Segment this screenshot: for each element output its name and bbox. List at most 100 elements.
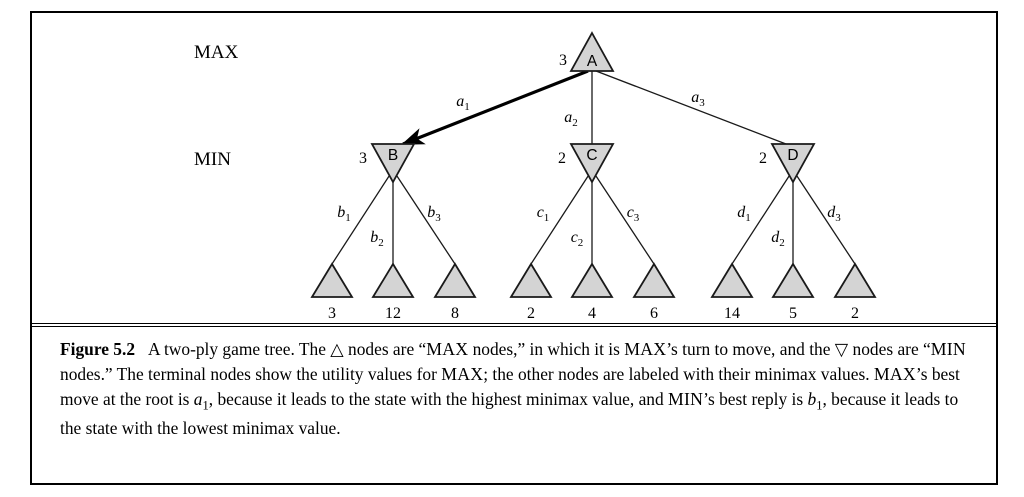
leaf-triangle[interactable] xyxy=(710,262,754,298)
node-a-value: 3 xyxy=(559,52,567,69)
caption-max-1: MAX xyxy=(426,339,469,359)
edge-label-a3-var: a xyxy=(691,89,699,106)
edge-a1-highlighted xyxy=(401,69,589,146)
caption-b1-sub: 1 xyxy=(816,398,823,413)
leaf-value: 8 xyxy=(451,305,459,322)
leaf-triangle[interactable] xyxy=(632,262,676,298)
figure-caption: Figure 5.2 A two-ply game tree. The △ nod… xyxy=(32,329,996,440)
edge-label-d3-var: d xyxy=(827,204,836,221)
caption-text-6: nodes.” The terminal nodes show the util… xyxy=(60,364,442,385)
edge-label-a3: a3 xyxy=(691,89,705,109)
edge-label-b1-var: b xyxy=(337,204,345,221)
leaf-value: 3 xyxy=(328,305,336,322)
node-a-letter: A xyxy=(587,53,598,70)
game-tree-svg: MAX MIN A xyxy=(194,31,877,322)
leaf-triangle[interactable] xyxy=(509,262,553,298)
max-row-label: MAX xyxy=(194,42,239,63)
edge-label-d2: d2 xyxy=(771,229,785,249)
caption-text-10: ’s best reply is xyxy=(703,389,808,410)
node-c-triangle[interactable] xyxy=(569,143,615,184)
node-b-value: 3 xyxy=(359,150,367,167)
leaf-triangle[interactable] xyxy=(570,262,614,298)
edge-label-c1-sub: 1 xyxy=(544,212,550,224)
edge-label-c3: c3 xyxy=(627,204,640,224)
leaf-value: 4 xyxy=(588,305,596,322)
edge-d3 xyxy=(792,169,856,265)
caption-max-3: MAX xyxy=(441,364,484,385)
caption-text-9: , because it leads to the state with the… xyxy=(208,389,669,410)
edge-label-a2: a2 xyxy=(564,109,578,129)
edge-label-b3-sub: 3 xyxy=(435,212,441,224)
node-b-letter: B xyxy=(388,147,398,164)
caption-max-2: MAX xyxy=(624,339,667,359)
edge-label-a1-sub: 1 xyxy=(464,101,470,113)
node-d-triangle[interactable] xyxy=(770,143,816,184)
game-tree-diagram: MAX MIN A xyxy=(32,13,996,323)
edge-label-c1: c1 xyxy=(537,204,550,224)
node-d-letter: D xyxy=(787,147,798,164)
edge-label-d1: d1 xyxy=(737,204,751,224)
edge-label-a1: a1 xyxy=(456,93,470,113)
node-a-triangle[interactable] xyxy=(569,31,615,72)
caption-text-5: nodes are “ xyxy=(852,339,931,359)
edge-label-a3-sub: 3 xyxy=(699,97,705,109)
edge-label-d2-sub: 2 xyxy=(779,237,785,249)
caption-max-4: MAX xyxy=(873,364,916,385)
min-row-label: MIN xyxy=(194,149,231,170)
leaf-value: 2 xyxy=(527,305,535,322)
caption-text-8: ’s best move at the root is xyxy=(60,364,960,410)
edge-label-b2-var: b xyxy=(370,229,378,246)
leaf-triangle[interactable] xyxy=(833,262,877,298)
leaf-value: 6 xyxy=(650,305,658,322)
node-d-value: 2 xyxy=(759,150,767,167)
edge-label-d3-sub: 3 xyxy=(835,212,841,224)
edge-c3 xyxy=(591,169,655,265)
leaf-triangle[interactable] xyxy=(310,262,354,298)
edge-label-c2-var: c xyxy=(571,229,578,246)
figure-container: MAX MIN A xyxy=(30,11,998,485)
caption-min-1: MIN xyxy=(930,339,966,359)
edge-a3 xyxy=(595,70,787,145)
caption-b1-var: b xyxy=(807,389,817,410)
caption-a1-math: a1 xyxy=(194,389,209,412)
edge-d1 xyxy=(731,169,794,265)
leaf-triangle[interactable] xyxy=(433,262,477,298)
edge-label-b3-var: b xyxy=(427,204,435,221)
leaf-triangle[interactable] xyxy=(771,262,815,298)
caption-text-4: ’s turn to move, and the xyxy=(666,339,831,359)
node-b-triangle[interactable] xyxy=(370,143,416,184)
node-c-value: 2 xyxy=(558,150,566,167)
edge-label-a1-var: a xyxy=(456,93,464,110)
node-c-letter: C xyxy=(586,147,597,164)
edge-b1 xyxy=(331,169,394,265)
edge-label-c3-sub: 3 xyxy=(634,212,640,224)
caption-min-2: MIN xyxy=(668,389,704,410)
edge-label-a2-sub: 2 xyxy=(572,117,578,129)
triangle-up-glyph: △ xyxy=(330,339,344,359)
edge-label-b2: b2 xyxy=(370,229,384,249)
edge-label-d1-var: d xyxy=(737,204,746,221)
edge-label-b3: b3 xyxy=(427,204,441,224)
leaf-triangle[interactable] xyxy=(371,262,415,298)
caption-text-1: A two-ply game tree. The xyxy=(148,339,326,359)
edge-label-d2-var: d xyxy=(771,229,780,246)
edge-label-c1-var: c xyxy=(537,204,544,221)
edge-label-b2-sub: 2 xyxy=(378,237,384,249)
edge-label-d1-sub: 1 xyxy=(745,212,751,224)
figure-number: Figure 5.2 xyxy=(60,339,136,359)
edge-label-b1-sub: 1 xyxy=(345,212,351,224)
edge-label-a2-var: a xyxy=(564,109,572,126)
caption-text-2: nodes are “ xyxy=(348,339,427,359)
caption-text-3: nodes,” in which it is xyxy=(468,339,625,359)
edge-b3 xyxy=(392,169,456,265)
triangle-down-glyph: ▽ xyxy=(834,339,849,359)
edge-label-d3: d3 xyxy=(827,204,841,224)
leaf-value: 14 xyxy=(724,305,740,322)
leaf-value: 2 xyxy=(851,305,859,322)
caption-divider xyxy=(32,323,996,327)
edge-label-b1: b1 xyxy=(337,204,351,224)
caption-b1-math: b1 xyxy=(807,389,822,412)
caption-a1-sub: 1 xyxy=(202,398,209,413)
edge-label-c2-sub: 2 xyxy=(578,237,584,249)
